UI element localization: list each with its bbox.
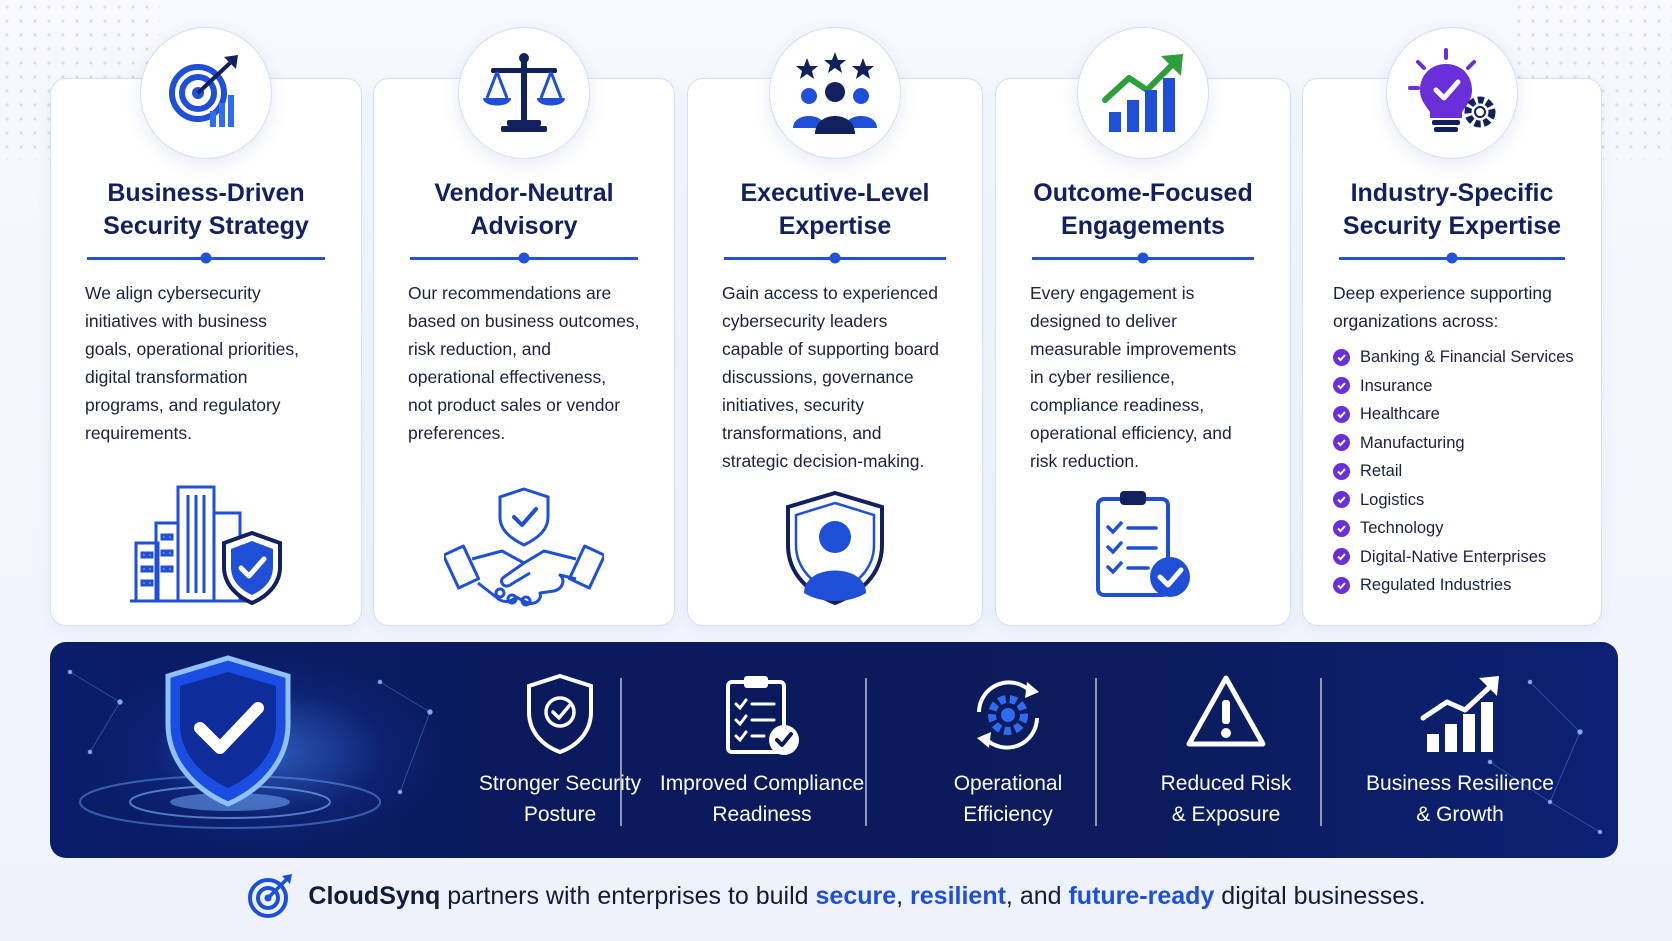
card-description: Every engagement is designed to deliver … [1030,283,1237,471]
card-executive-level: Executive-Level Expertise Gain access to… [687,27,983,626]
card-vendor-neutral: Vendor-Neutral Advisory Our recommendati… [373,27,675,626]
outcome-stronger-security: Stronger Security Posture [420,642,700,858]
highlight-future-ready: future-ready [1068,881,1215,910]
check-icon [1333,377,1350,395]
check-icon [1333,519,1350,537]
highlight-secure: secure [815,881,897,910]
footer-tagline: CloudSynq partners with enterprises to b… [0,872,1672,920]
checklist-icon [1088,487,1198,610]
list-item: Logistics [1333,486,1577,515]
outcome-reduced-risk: Reduced Risk & Exposure [1110,642,1342,858]
footer-text: digital businesses. [1214,881,1426,910]
card-title: Industry-Specific Security Expertise [1342,179,1562,240]
footer-text: , and [1005,881,1069,910]
list-item: Digital-Native Enterprises [1333,543,1577,572]
glowing-shield-check-icon [158,652,298,817]
lightbulb-gear-icon [1386,27,1518,159]
card-title: Executive-Level Expertise [740,179,930,240]
check-icon [1333,576,1350,594]
outcome-label: Improved Compliance Readiness [659,772,865,826]
brand-name: CloudSynq [308,881,441,910]
check-icon [1333,462,1350,480]
target-logo-icon [246,872,294,920]
buildings-shield-icon [126,483,286,612]
outcome-label: Business Resilience & Growth [1366,772,1554,826]
card-title: Business-Driven Security Strategy [103,179,309,240]
check-icon [1333,548,1350,566]
divider [87,257,325,260]
list-item: Insurance [1333,372,1577,401]
divider [1339,257,1565,260]
clipboard-check-icon [720,672,804,763]
separator [620,678,622,826]
list-item: Healthcare [1333,400,1577,429]
outcome-compliance: Improved Compliance Readiness [634,642,890,858]
check-icon [1333,348,1350,366]
card-business-driven: Business-Driven Security Strategy We ali… [50,27,362,626]
outcome-operational-efficiency: Operational Efficiency [890,642,1126,858]
check-icon [1333,434,1350,452]
footer-text: , [896,881,911,910]
outcome-business-resilience: Business Resilience & Growth [1335,642,1585,858]
card-title: Outcome-Focused Engagements [1033,179,1253,240]
highlight-resilient: resilient [910,881,1006,910]
check-icon [1333,491,1350,509]
outcomes-banner: Stronger Security Posture Improved Compl… [50,642,1618,858]
handshake-shield-icon [441,485,607,614]
divider [724,257,946,260]
scales-icon [458,27,590,159]
industry-list: Banking & Financial Services Insurance H… [1333,343,1577,600]
divider [1032,257,1254,260]
separator [1095,678,1097,826]
list-item: Banking & Financial Services [1333,343,1577,372]
check-icon [1333,405,1350,423]
list-item: Retail [1333,457,1577,486]
card-description: Our recommendations are based on busines… [408,283,640,443]
warning-icon [1183,672,1269,757]
growth-chart-icon [1077,27,1209,159]
card-outcome-focused: Outcome-Focused Engagements Every engage… [995,27,1291,626]
stars-team-icon [769,27,901,159]
separator [865,678,867,826]
card-description: We align cybersecurity initiatives with … [85,283,300,443]
list-item: Manufacturing [1333,429,1577,458]
list-item: Regulated Industries [1333,571,1577,600]
shield-check-icon [523,672,597,761]
gear-cycle-icon [965,672,1051,763]
outcome-label: Reduced Risk & Exposure [1160,772,1292,826]
separator [1320,678,1322,826]
outcome-label: Stronger Security Posture [478,772,642,826]
target-chart-icon [140,27,272,159]
card-title: Vendor-Neutral Advisory [434,179,614,240]
divider [410,257,638,260]
person-shield-icon [780,489,890,612]
list-item: Technology [1333,514,1577,543]
growth-chart-icon [1417,672,1503,761]
footer-text: partners with enterprises to build [440,881,816,910]
card-description: Gain access to experienced cybersecurity… [722,283,939,471]
card-description: Deep experience supporting organizations… [1333,279,1577,600]
card-industry-specific: Industry-Specific Security Expertise Dee… [1302,27,1602,626]
outcome-label: Operational Efficiency [953,772,1063,826]
